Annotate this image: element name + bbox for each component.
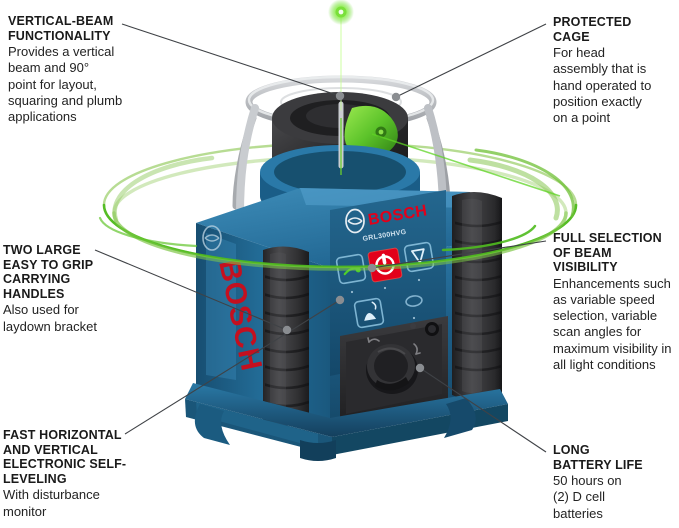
carrying-handle-left <box>263 246 309 426</box>
callout-title: PROTECTED CAGE <box>553 15 632 44</box>
callout-body: Enhancements such as variable speed sele… <box>553 275 672 372</box>
battery-compartment <box>340 316 448 422</box>
callout-body: Also used for laydown bracket <box>3 302 97 334</box>
accessory-port <box>425 322 439 336</box>
laser-beam-arcs-front <box>98 148 578 271</box>
callout-body: With disturbance monitor <box>3 487 100 519</box>
callout-body: For head assembly that is hand operated … <box>553 45 652 125</box>
screw-head <box>410 323 416 329</box>
leader-battery-life <box>419 367 547 453</box>
callout-battery-life: LONG BATTERY LIFE 50 hours on (2) D cell… <box>553 443 673 522</box>
leader-beam-visibility <box>371 240 547 269</box>
callout-title: VERTICAL-BEAM FUNCTIONALITY <box>8 14 114 43</box>
callout-protected-cage: PROTECTED CAGE For head assembly that is… <box>553 15 675 126</box>
battery-lock-knob[interactable] <box>366 344 418 394</box>
button-vertical-mode[interactable] <box>403 241 435 273</box>
callout-body: Provides a vertical beam and 90° point f… <box>8 44 123 124</box>
laser-base <box>185 383 508 461</box>
leader-endpoint-dots <box>282 91 425 373</box>
callout-title: TWO LARGE EASY TO GRIP CARRYING HANDLES <box>3 243 94 301</box>
callout-self-leveling: FAST HORIZONTAL AND VERTICAL ELECTRONIC … <box>3 428 153 520</box>
leader-vertical-beam <box>121 23 341 97</box>
lock-direction-icons <box>367 337 421 355</box>
status-indicator <box>405 295 423 307</box>
callout-title: FAST HORIZONTAL AND VERTICAL ELECTRONIC … <box>3 428 127 486</box>
leader-protected-cage <box>395 23 547 98</box>
leader-carrying-handles <box>94 249 288 331</box>
callout-beam-visibility: FULL SELECTION OF BEAM VISIBILITY Enhanc… <box>553 231 679 373</box>
callout-title: LONG BATTERY LIFE <box>553 443 643 472</box>
callout-vertical-beam: VERTICAL-BEAM FUNCTIONALITY Provides a v… <box>8 14 158 125</box>
callout-body: 50 hours on (2) D cell batteries <box>553 473 622 521</box>
leader-self-leveling <box>124 299 341 435</box>
bosch-logo-badge-left <box>202 225 222 251</box>
callout-title: FULL SELECTION OF BEAM VISIBILITY <box>553 231 662 275</box>
button-receiver-mode[interactable] <box>353 297 385 329</box>
callout-carrying-handles: TWO LARGE EASY TO GRIP CARRYING HANDLES … <box>3 243 143 335</box>
